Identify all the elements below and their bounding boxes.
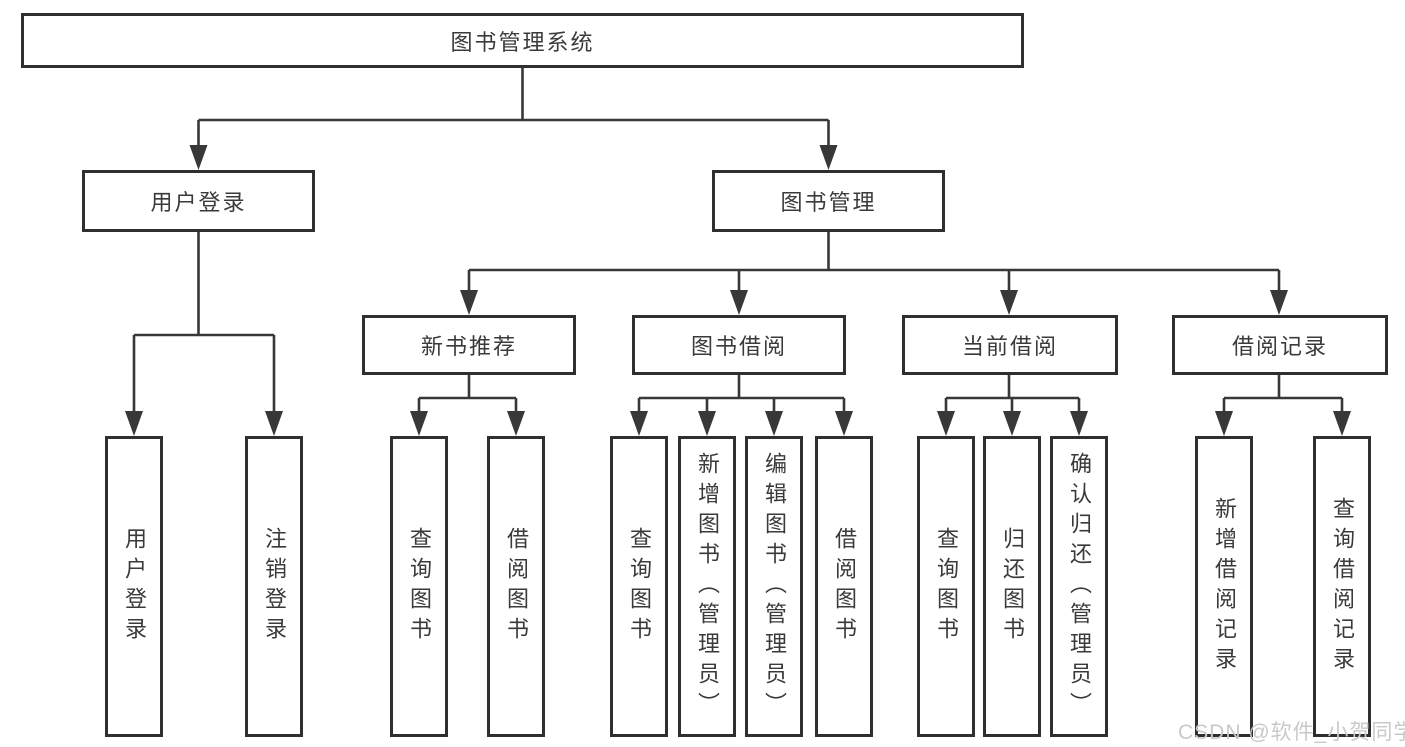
node-book-borrow: 图书借阅	[632, 315, 846, 375]
connector-new-book-rec-to-leaves	[417, 375, 518, 416]
leaf-current-return: 归还图书	[983, 436, 1041, 737]
arrowhead-newbook-query	[410, 411, 428, 436]
arrowhead-current-return	[1003, 411, 1021, 436]
leaf-current-confirm-label: 确认归还（管理员）	[1067, 451, 1092, 722]
leaf-borrow-borrow-label: 借阅图书	[832, 526, 857, 647]
node-book-management: 图书管理	[712, 170, 945, 232]
leaf-current-query-label: 查询图书	[934, 526, 959, 647]
leaf-borrow-add-label: 新增图书（管理员）	[695, 451, 720, 722]
arrowhead-leaf-user-login	[125, 411, 143, 436]
leaf-borrow-edit: 编辑图书（管理员）	[745, 436, 803, 737]
arrowhead-current-confirm	[1070, 411, 1088, 436]
connector-root-to-level2	[197, 68, 830, 150]
arrowhead-borrow-edit	[765, 411, 783, 436]
leaf-borrow-edit-label: 编辑图书（管理员）	[762, 451, 787, 722]
node-current-borrow-label: 当前借阅	[961, 334, 1058, 359]
arrowhead-current-borrow	[1000, 290, 1018, 315]
arrowhead-borrow-query	[630, 411, 648, 436]
arrowhead-newbook-borrow	[507, 411, 525, 436]
leaf-current-return-label: 归还图书	[1000, 526, 1025, 647]
leaf-user-login: 用户登录	[105, 436, 163, 737]
arrowhead-book-management	[819, 145, 838, 170]
leaf-current-query: 查询图书	[917, 436, 975, 737]
connector-book-borrow-to-leaves	[637, 375, 846, 416]
arrowhead-leaf-logout	[265, 411, 283, 436]
watermark-text: CSDN @软件_小贺同学	[1178, 721, 1405, 744]
node-new-book-rec-label: 新书推荐	[420, 334, 517, 359]
node-new-book-rec: 新书推荐	[362, 315, 576, 375]
leaf-newbook-query-label: 查询图书	[407, 526, 432, 647]
leaf-newbook-query: 查询图书	[390, 436, 448, 737]
arrowhead-records-add	[1215, 411, 1233, 436]
node-user-login-label: 用户登录	[150, 190, 247, 215]
node-user-login: 用户登录	[82, 170, 315, 232]
arrowhead-borrow-records	[1270, 290, 1288, 315]
leaf-borrow-borrow: 借阅图书	[815, 436, 873, 737]
arrowhead-borrow-add	[698, 411, 716, 436]
leaf-logout: 注销登录	[245, 436, 303, 737]
leaf-borrow-query: 查询图书	[610, 436, 668, 737]
arrowhead-current-query	[937, 411, 955, 436]
connector-current-borrow-to-leaves	[944, 375, 1081, 416]
leaf-records-add: 新增借阅记录	[1195, 436, 1253, 737]
leaf-borrow-add: 新增图书（管理员）	[678, 436, 736, 737]
node-root-label: 图书管理系统	[450, 29, 595, 55]
node-book-management-label: 图书管理	[780, 190, 877, 215]
leaf-user-login-label: 用户登录	[122, 526, 147, 647]
node-current-borrow: 当前借阅	[902, 315, 1118, 375]
arrowhead-user-login	[189, 145, 208, 170]
leaf-records-add-label: 新增借阅记录	[1212, 496, 1237, 677]
arrowhead-records-query	[1333, 411, 1351, 436]
node-borrow-records-label: 借阅记录	[1231, 334, 1328, 359]
arrowhead-book-borrow	[730, 290, 748, 315]
leaf-newbook-borrow: 借阅图书	[487, 436, 545, 737]
connector-borrow-records-to-leaves	[1222, 375, 1344, 416]
connector-user-login-to-leaves	[132, 232, 276, 416]
node-root: 图书管理系统	[21, 13, 1024, 68]
leaf-newbook-borrow-label: 借阅图书	[504, 526, 529, 647]
leaf-records-query-label: 查询借阅记录	[1330, 496, 1355, 677]
arrowhead-new-book-rec	[460, 290, 478, 315]
node-book-borrow-label: 图书借阅	[690, 334, 787, 359]
leaf-records-query: 查询借阅记录	[1313, 436, 1371, 737]
leaf-borrow-query-label: 查询图书	[627, 526, 652, 647]
arrowhead-borrow-borrow	[835, 411, 853, 436]
node-borrow-records: 借阅记录	[1172, 315, 1388, 375]
connector-book-management-to-level3	[467, 232, 1281, 295]
leaf-current-confirm: 确认归还（管理员）	[1050, 436, 1108, 737]
leaf-logout-label: 注销登录	[262, 526, 287, 647]
